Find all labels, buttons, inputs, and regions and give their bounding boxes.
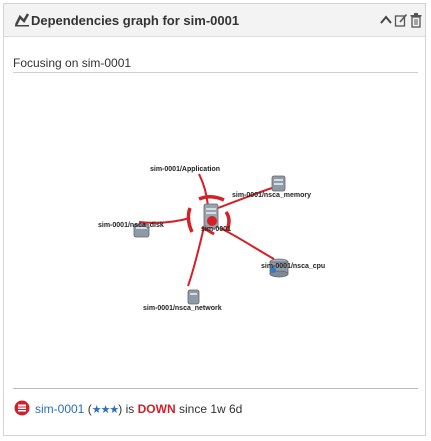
edge-center-memory [217, 187, 273, 209]
focus-text: Focusing on sim-0001 [13, 56, 132, 70]
server-icon-disk[interactable] [133, 223, 150, 238]
arc-top [198, 195, 225, 202]
node-label-cpu: sim-0001/nsca_cpu [261, 263, 325, 270]
edge-center-disk [138, 217, 191, 224]
delete-icon[interactable] [409, 12, 423, 28]
node-label-center: sim-0001 [201, 226, 231, 233]
server-icon-network[interactable] [187, 289, 200, 305]
collapse-icon[interactable] [379, 12, 393, 28]
node-label-memory: sim-0001/nsca_memory [232, 192, 311, 199]
node-label-application: sim-0001/Application [150, 166, 220, 173]
edge-center-application [198, 173, 209, 207]
importance-stars: ★★★ [91, 404, 120, 416]
dependency-graph[interactable]: sim-0001/Application sim-0001/nsca_memor… [4, 124, 425, 334]
footer-divider [13, 388, 418, 389]
divider [13, 72, 418, 73]
arc-bottom [201, 225, 215, 236]
dependencies-panel: Dependencies graph for sim-0001 Focusing… [3, 3, 426, 436]
panel-header: Dependencies graph for sim-0001 [4, 4, 425, 37]
server-icon-center[interactable] [203, 203, 219, 229]
node-label-disk: sim-0001/nsca_disk [98, 222, 164, 229]
host-link[interactable]: sim-0001 [35, 402, 85, 416]
edge-center-cpu [219, 227, 275, 260]
node-label-network: sim-0001/nsca_network [143, 305, 222, 312]
arc-right [224, 210, 231, 233]
panel-title: Dependencies graph for sim-0001 [31, 13, 240, 28]
graph-canvas: sim-0001/Application sim-0001/nsca_memor… [98, 166, 325, 312]
server-icon-memory[interactable] [271, 175, 286, 192]
status-line: sim-0001 (★★★) is DOWN since 1w 6d [35, 402, 243, 416]
host-down-icon [14, 400, 30, 416]
graph-icon [14, 13, 30, 27]
server-icon-cpu[interactable] [269, 258, 289, 278]
arc-left [186, 207, 194, 233]
edge-center-network [187, 226, 205, 287]
edit-icon[interactable] [394, 12, 408, 28]
state-badge: DOWN [137, 402, 176, 416]
